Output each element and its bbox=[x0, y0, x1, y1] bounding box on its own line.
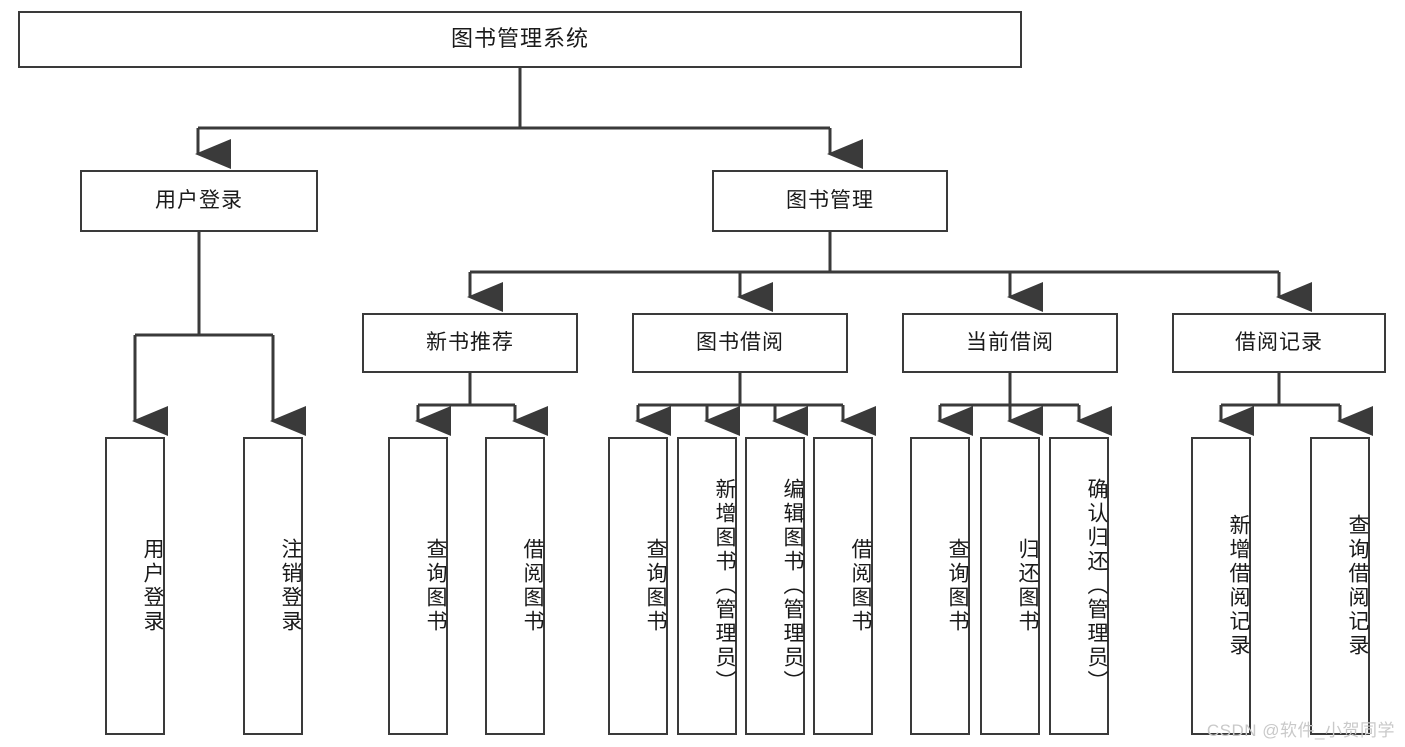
node-new-book-recommend[interactable]: 新书推荐 bbox=[362, 313, 578, 373]
node-label: 确认归还（管理员） bbox=[1085, 478, 1108, 694]
node-label: 编辑图书（管理员） bbox=[781, 478, 804, 694]
node-label: 借阅记录 bbox=[1235, 331, 1323, 355]
node-label: 用户登录 bbox=[155, 189, 243, 213]
leaf-current-borrow-return[interactable]: 归还图书 bbox=[980, 437, 1040, 735]
node-user-login[interactable]: 用户登录 bbox=[80, 170, 318, 232]
node-book-management[interactable]: 图书管理 bbox=[712, 170, 948, 232]
leaf-borrow-record-query[interactable]: 查询借阅记录 bbox=[1310, 437, 1370, 735]
leaf-book-borrow-query[interactable]: 查询图书 bbox=[608, 437, 668, 735]
leaf-user-login-login[interactable]: 用户登录 bbox=[105, 437, 165, 735]
leaf-book-borrow-borrow[interactable]: 借阅图书 bbox=[813, 437, 873, 735]
node-label: 当前借阅 bbox=[966, 331, 1054, 355]
node-label: 新增图书（管理员） bbox=[713, 478, 736, 694]
leaf-new-book-borrow[interactable]: 借阅图书 bbox=[485, 437, 545, 735]
node-root-book-management-system[interactable]: 图书管理系统 bbox=[18, 11, 1022, 68]
node-label: 借阅图书 bbox=[849, 538, 872, 634]
node-label: 注销登录 bbox=[279, 538, 302, 634]
node-label: 新增借阅记录 bbox=[1227, 514, 1250, 658]
node-label: 图书管理 bbox=[786, 189, 874, 213]
node-label: 查询图书 bbox=[424, 538, 447, 634]
leaf-current-borrow-confirm-return[interactable]: 确认归还（管理员） bbox=[1049, 437, 1109, 735]
node-label: 归还图书 bbox=[1016, 538, 1039, 634]
leaf-current-borrow-query[interactable]: 查询图书 bbox=[910, 437, 970, 735]
leaf-borrow-record-add[interactable]: 新增借阅记录 bbox=[1191, 437, 1251, 735]
node-label: 图书管理系统 bbox=[450, 26, 589, 52]
node-label: 图书借阅 bbox=[696, 331, 784, 355]
node-label: 查询借阅记录 bbox=[1346, 514, 1369, 658]
node-label: 查询图书 bbox=[644, 538, 667, 634]
node-label: 查询图书 bbox=[946, 538, 969, 634]
leaf-book-borrow-edit[interactable]: 编辑图书（管理员） bbox=[745, 437, 805, 735]
leaf-book-borrow-add[interactable]: 新增图书（管理员） bbox=[677, 437, 737, 735]
node-book-borrow[interactable]: 图书借阅 bbox=[632, 313, 848, 373]
node-current-borrow[interactable]: 当前借阅 bbox=[902, 313, 1118, 373]
node-label: 新书推荐 bbox=[426, 331, 514, 355]
leaf-user-login-logout[interactable]: 注销登录 bbox=[243, 437, 303, 735]
node-label: 借阅图书 bbox=[521, 538, 544, 634]
node-label: 用户登录 bbox=[141, 538, 164, 634]
leaf-new-book-query[interactable]: 查询图书 bbox=[388, 437, 448, 735]
csdn-watermark: CSDN @软件_小贺同学 bbox=[1206, 721, 1395, 740]
node-borrow-record[interactable]: 借阅记录 bbox=[1172, 313, 1386, 373]
